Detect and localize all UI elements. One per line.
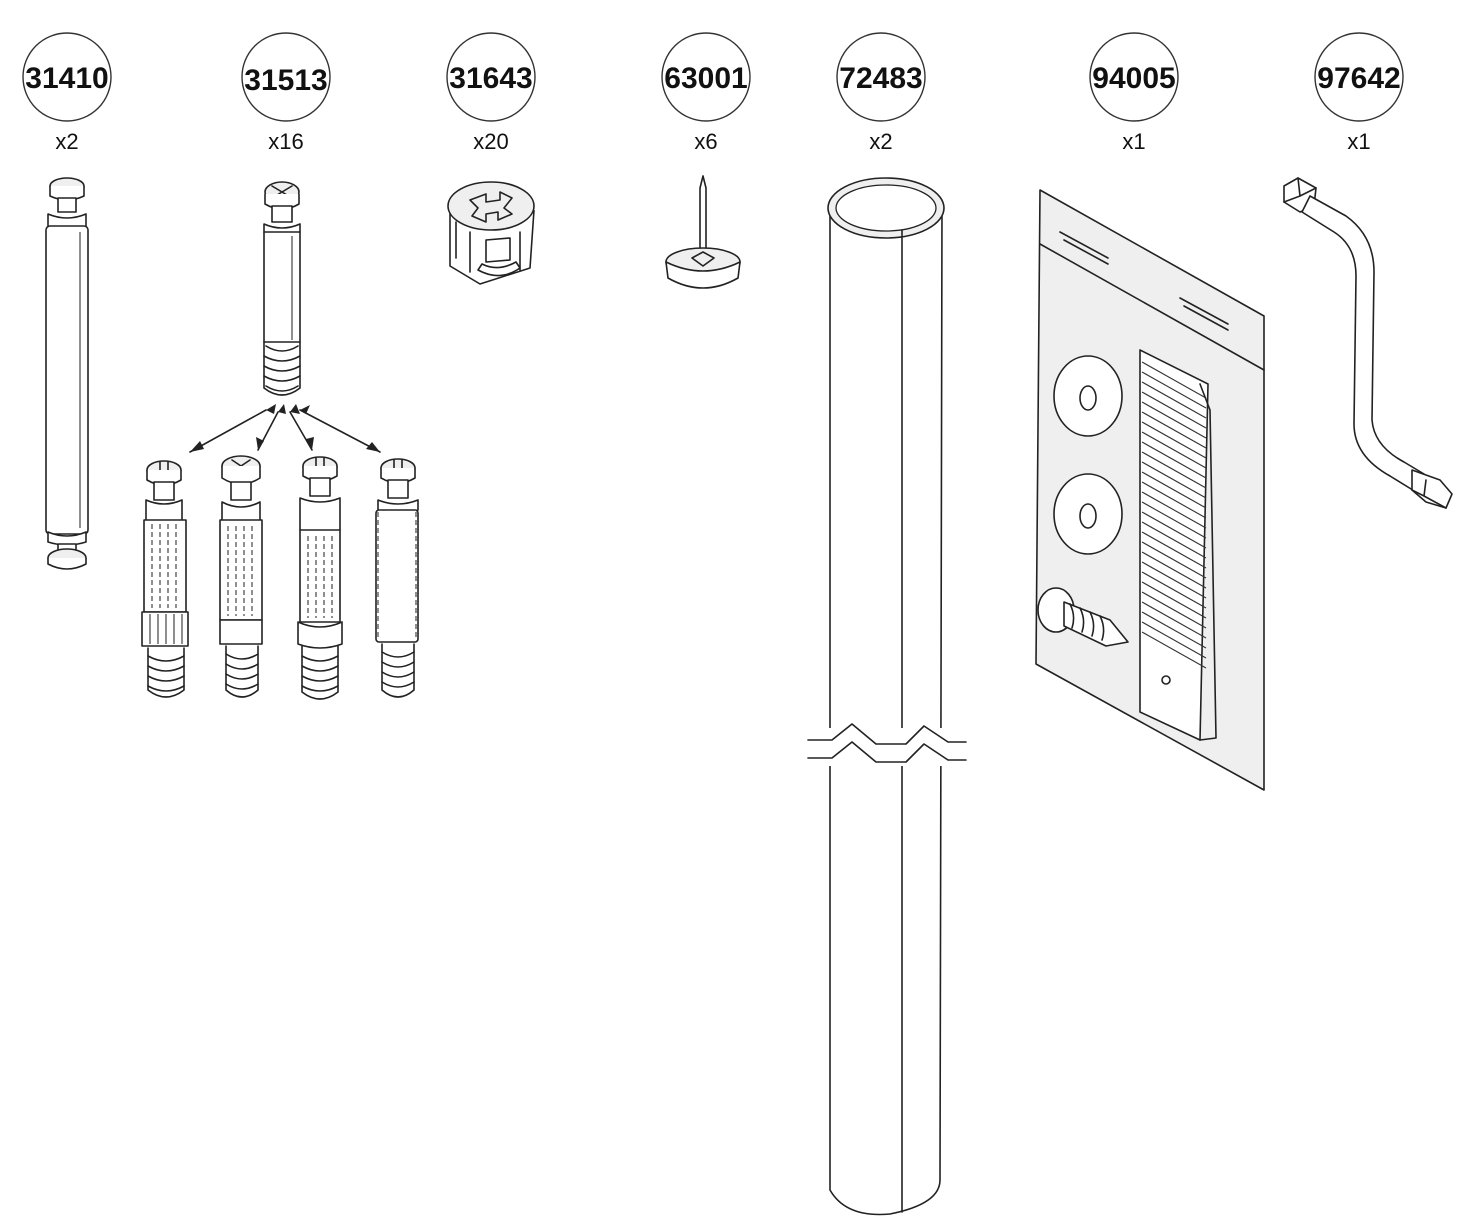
part-id: 63001 <box>664 62 747 95</box>
bolt-variant-2 <box>219 455 263 698</box>
part-id: 97642 <box>1317 62 1400 95</box>
dowel-pin-drawing <box>45 177 89 570</box>
part-label-94005: 94005 x1 <box>1089 32 1179 154</box>
oval-tube-drawing <box>807 177 967 1216</box>
part-qty: x2 <box>869 129 892 154</box>
part-label-31410: 31410 x2 <box>22 32 112 154</box>
furniture-glide-drawing <box>665 175 741 289</box>
part-id: 31410 <box>25 62 108 95</box>
part-qty: x16 <box>268 129 303 154</box>
bolt-variant-3 <box>297 456 343 700</box>
part-label-72483: 72483 x2 <box>836 32 926 154</box>
hardware-bag-drawing <box>1035 189 1265 791</box>
part-id: 31643 <box>449 62 532 95</box>
bolt-variant-1 <box>141 460 189 698</box>
part-qty: x20 <box>473 129 508 154</box>
part-qty: x1 <box>1347 129 1370 154</box>
part-label-63001: 63001 x6 <box>661 32 751 154</box>
part-id: 31513 <box>244 64 327 97</box>
cam-bolt-drawing <box>141 181 419 700</box>
part-id: 72483 <box>839 62 922 95</box>
variant-arrows <box>189 404 381 453</box>
bolt-variant-4 <box>375 458 419 698</box>
part-label-97642: 97642 x1 <box>1314 32 1404 154</box>
part-label-31643: 31643 x20 <box>446 32 536 154</box>
cam-lock-drawing <box>447 181 535 285</box>
part-qty: x1 <box>1122 129 1145 154</box>
part-label-31513: 31513 x16 <box>241 32 331 154</box>
part-qty: x6 <box>694 129 717 154</box>
part-qty: x2 <box>55 129 78 154</box>
part-id: 94005 <box>1092 62 1175 95</box>
hex-key-drawing <box>1283 177 1453 509</box>
